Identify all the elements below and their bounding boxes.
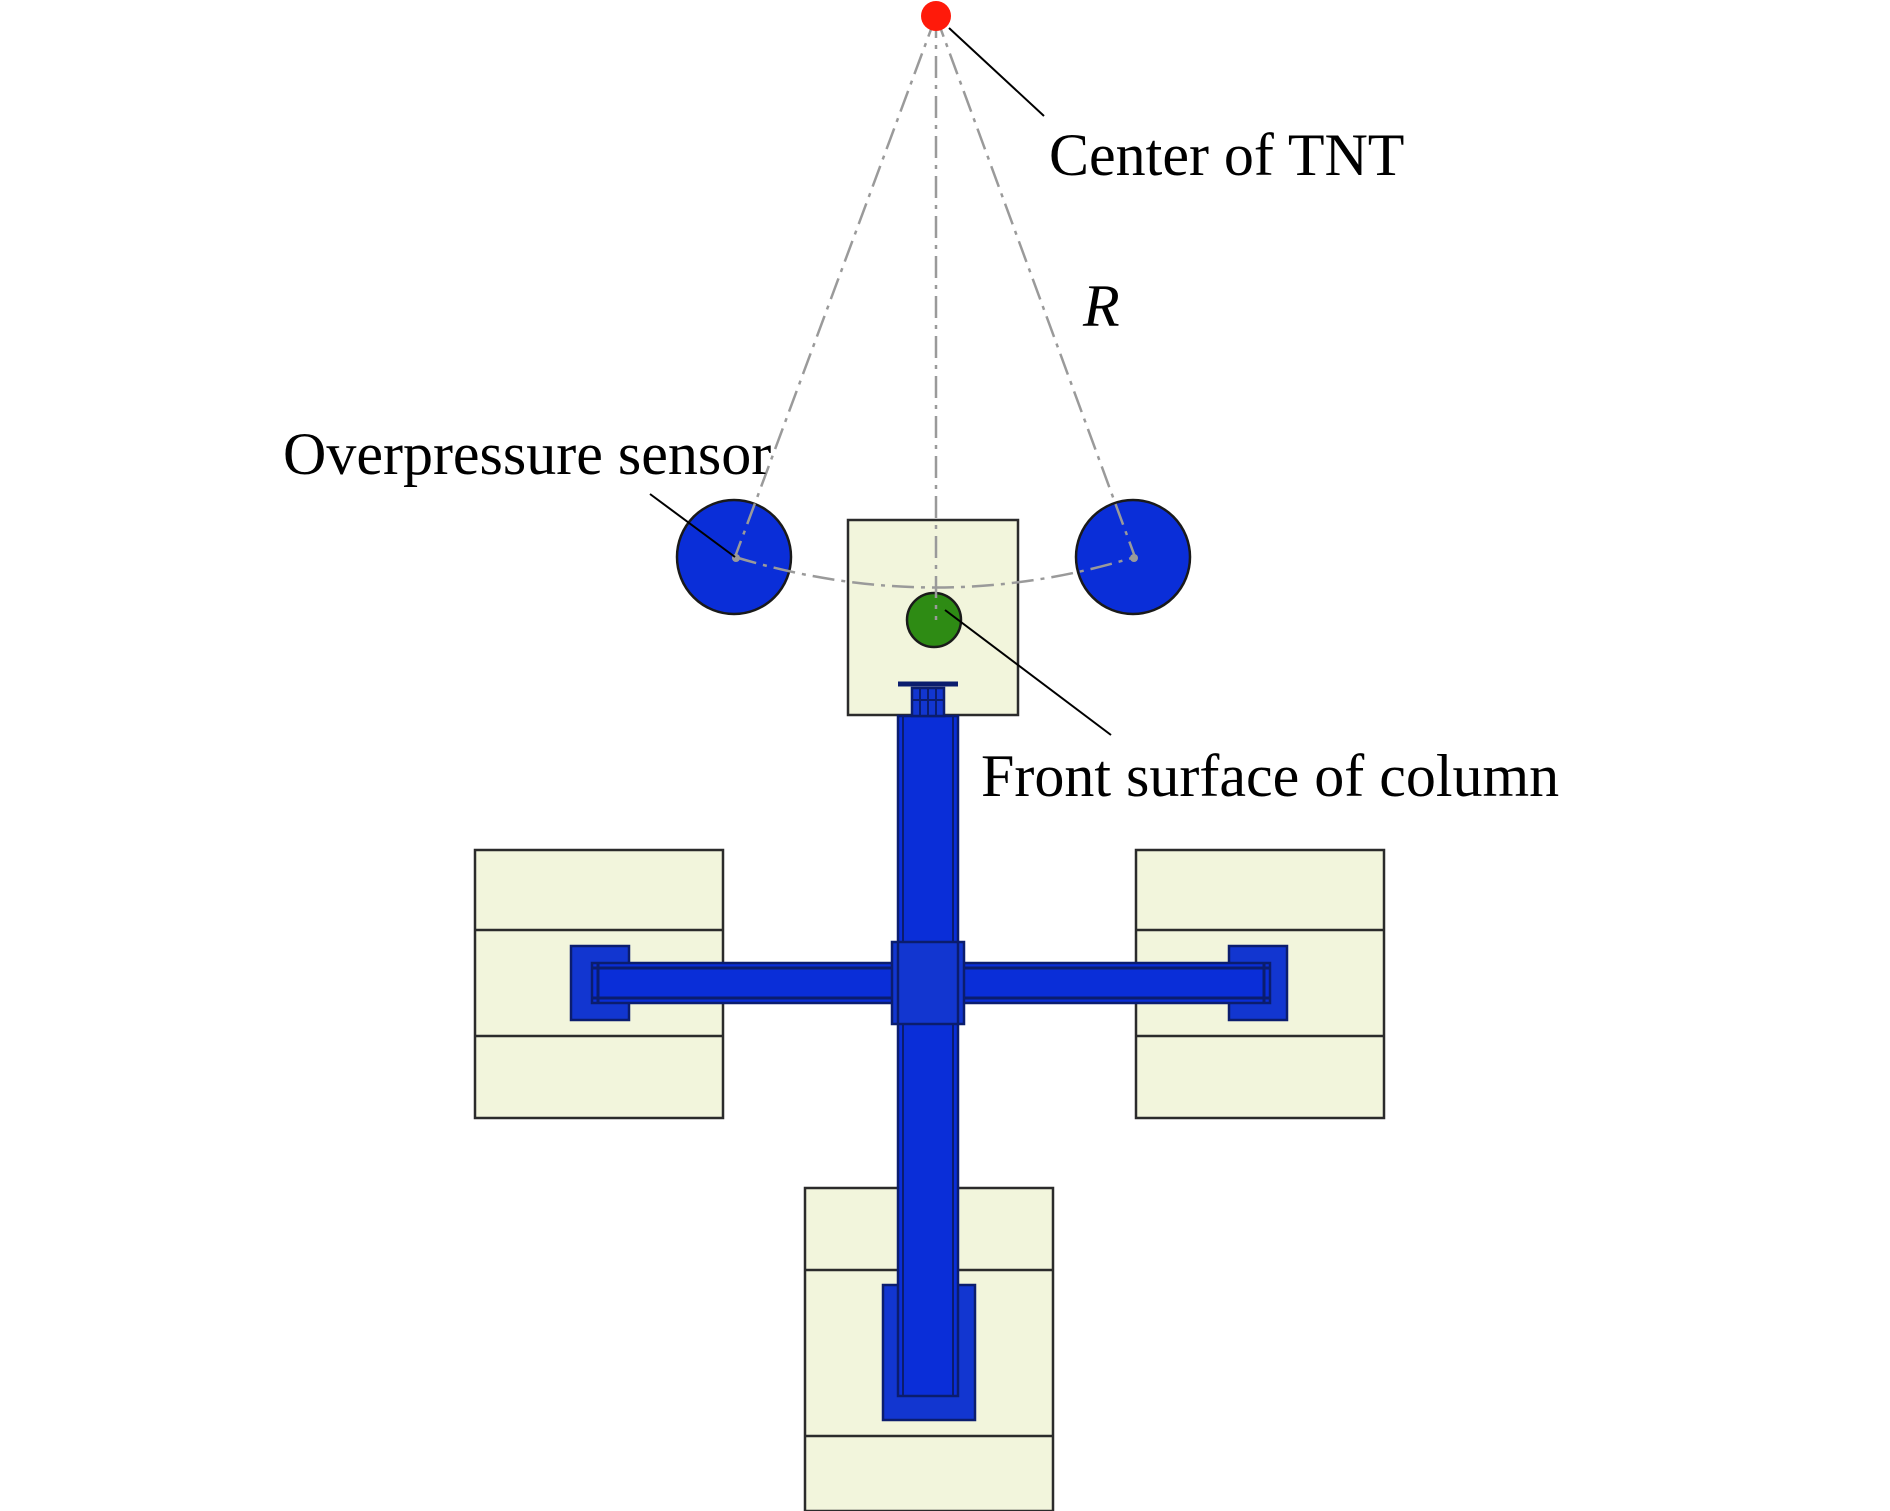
sensor-label: Overpressure sensor bbox=[283, 421, 771, 487]
column-front-point bbox=[905, 591, 963, 649]
tnt-center-label: Center of TNT bbox=[1049, 122, 1404, 188]
radius-lines bbox=[733, 15, 1137, 620]
right-sensor-center bbox=[1130, 554, 1138, 562]
column-top-cap bbox=[898, 681, 958, 718]
tnt-charge bbox=[921, 1, 951, 31]
beam-column-connection bbox=[890, 940, 966, 1026]
tnt-leader-line bbox=[948, 27, 1045, 117]
radius-label: R bbox=[1082, 273, 1120, 339]
column-front-label: Front surface of column bbox=[981, 743, 1559, 809]
steel-frame bbox=[569, 681, 1289, 1422]
sensor-leader-line bbox=[649, 493, 736, 558]
column bbox=[896, 714, 960, 1398]
column-leader-line bbox=[944, 609, 1112, 736]
equal-radius-arc bbox=[734, 555, 1136, 589]
